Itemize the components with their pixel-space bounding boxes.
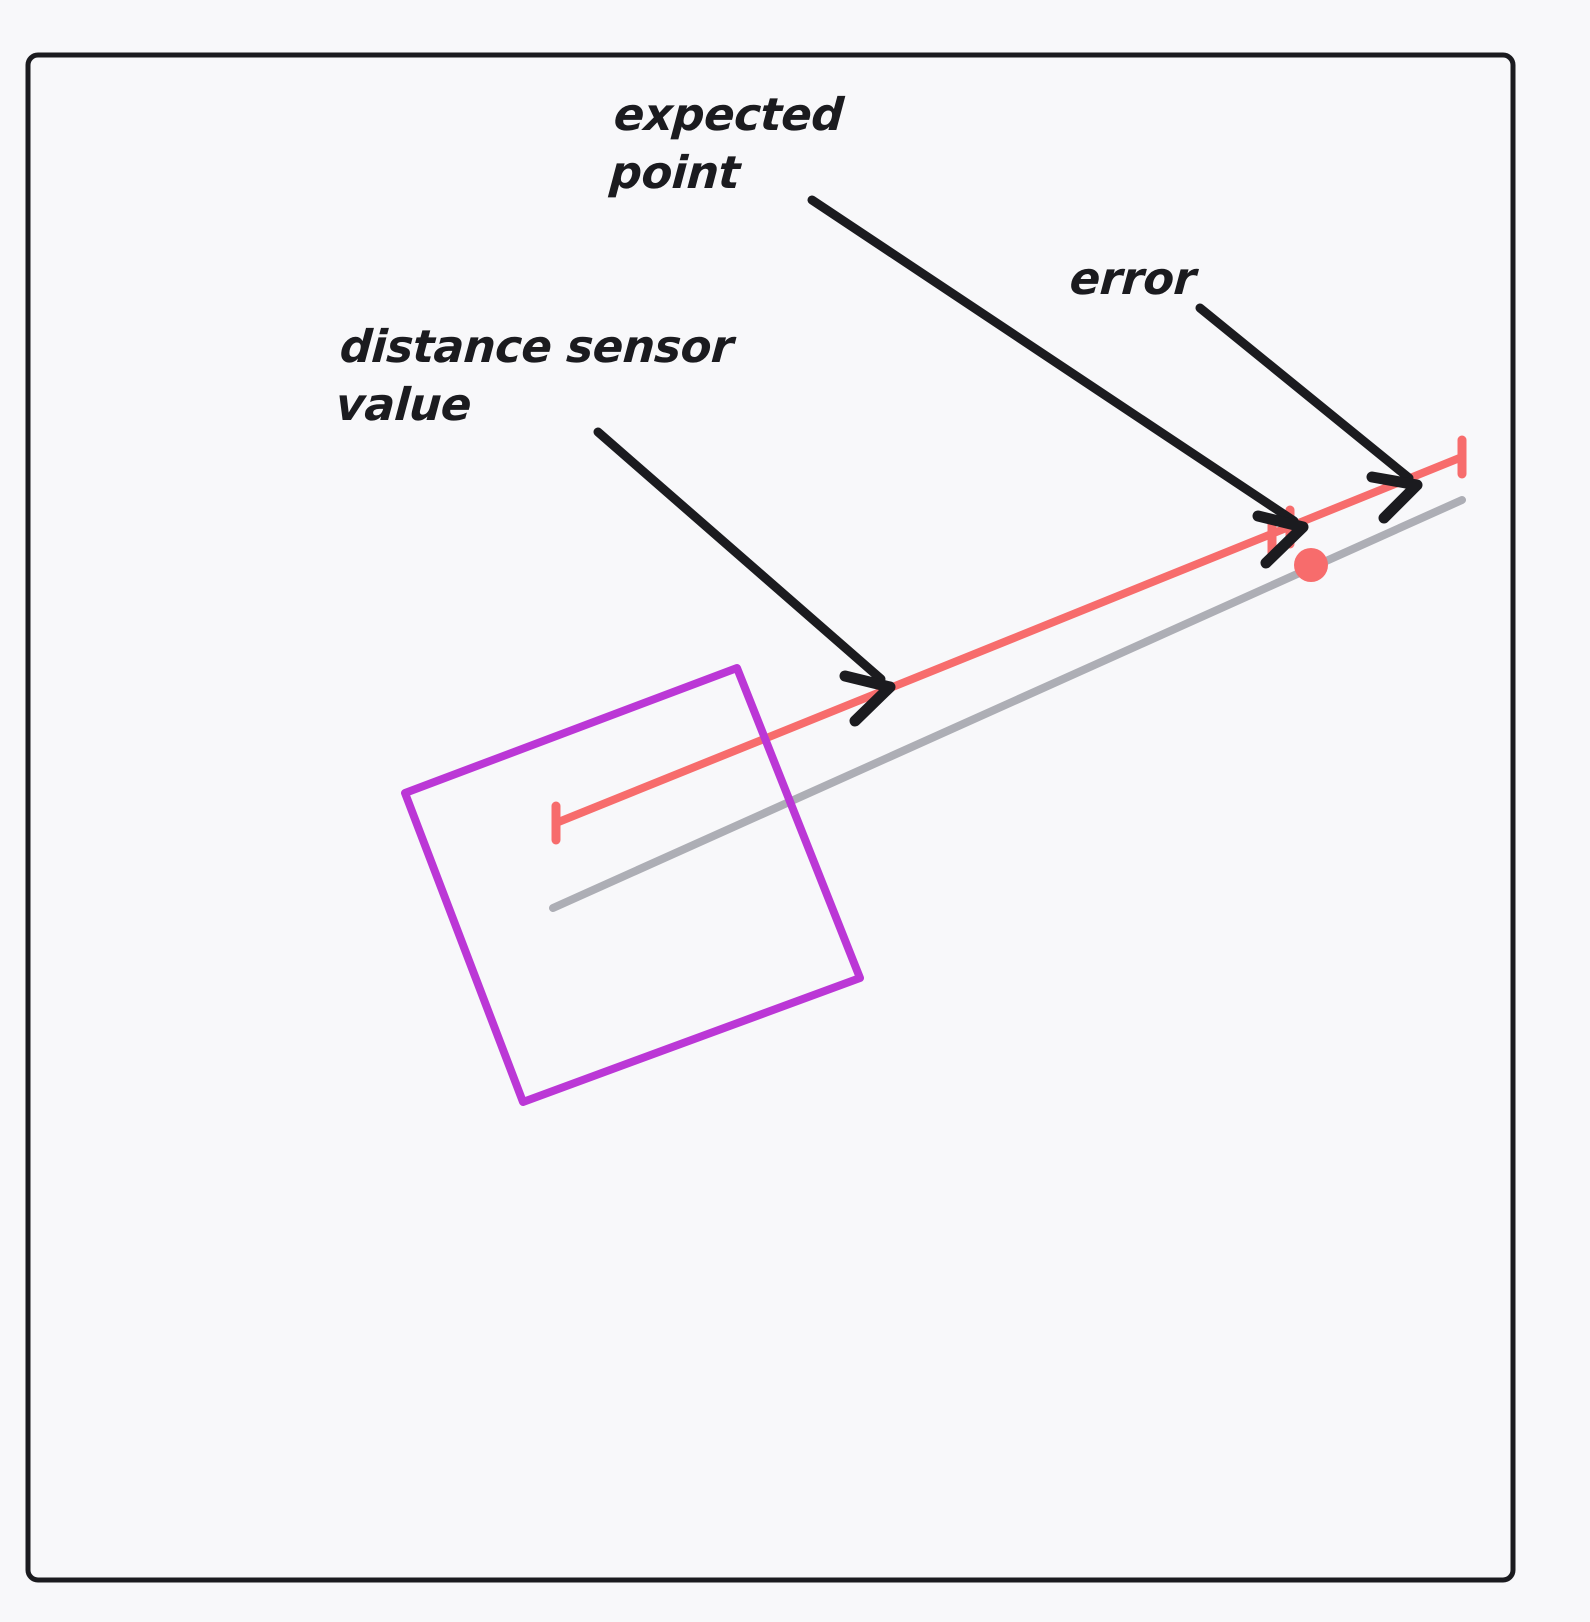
expected-point-dot [1294, 548, 1328, 582]
arrow-distance-sensor [593, 427, 896, 727]
robot-square [401, 664, 864, 1106]
sensor-ray-line [552, 453, 1466, 827]
arrow-expected-point [807, 195, 1309, 569]
label-error: error [1068, 252, 1198, 305]
annotation-arrows-group [593, 195, 1423, 727]
arrow-error [1195, 303, 1423, 524]
label-distance-sensor-value: distance sensor value [334, 320, 735, 431]
outer-frame [25, 52, 1516, 1583]
label-expected-point: expected point [608, 88, 846, 199]
